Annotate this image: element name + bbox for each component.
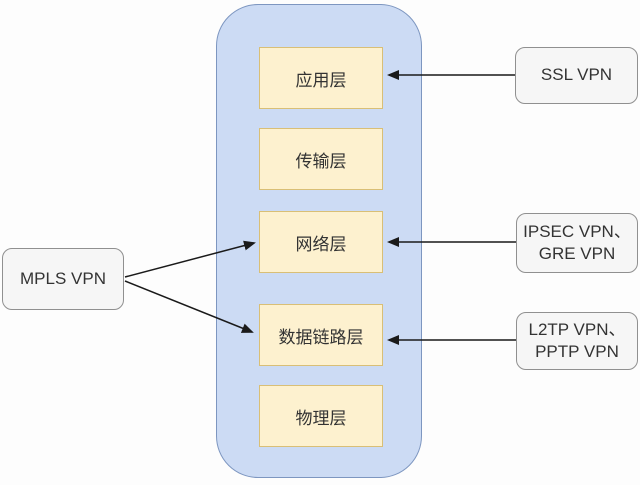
layer-label-datalink: 数据链路层 (278, 327, 364, 347)
layer-box-application: 应用层 (259, 47, 383, 109)
vpn-label-l2tp-line1: L2TP VPN、 (528, 319, 626, 339)
vpn-node-l2tp-pptp: L2TP VPN、 PPTP VPN (516, 312, 638, 370)
layer-label-application: 应用层 (295, 70, 347, 90)
vpn-label-l2tp-line2: PPTP VPN (535, 342, 619, 361)
vpn-node-mpls: MPLS VPN (2, 248, 124, 310)
layer-box-network: 网络层 (259, 211, 383, 273)
layer-label-network: 网络层 (295, 234, 347, 254)
layer-box-datalink: 数据链路层 (259, 304, 383, 366)
vpn-label-mpls: MPLS VPN (20, 268, 106, 288)
layer-box-physical: 物理层 (259, 385, 383, 447)
vpn-label-ipsec-gre: IPSEC VPN、 GRE VPN (523, 221, 631, 266)
vpn-label-ipsec-line2: GRE VPN (538, 244, 616, 263)
vpn-node-ssl: SSL VPN (515, 47, 638, 104)
vpn-label-ssl: SSL VPN (540, 65, 613, 85)
vpn-node-ipsec-gre: IPSEC VPN、 GRE VPN (516, 213, 638, 273)
layer-label-transport: 传输层 (295, 151, 347, 171)
vpn-label-ipsec-line1: IPSEC VPN、 (523, 221, 631, 241)
layer-label-physical: 物理层 (295, 408, 347, 428)
vpn-label-l2tp-pptp: L2TP VPN、 PPTP VPN (528, 319, 625, 364)
layer-box-transport: 传输层 (259, 128, 383, 190)
